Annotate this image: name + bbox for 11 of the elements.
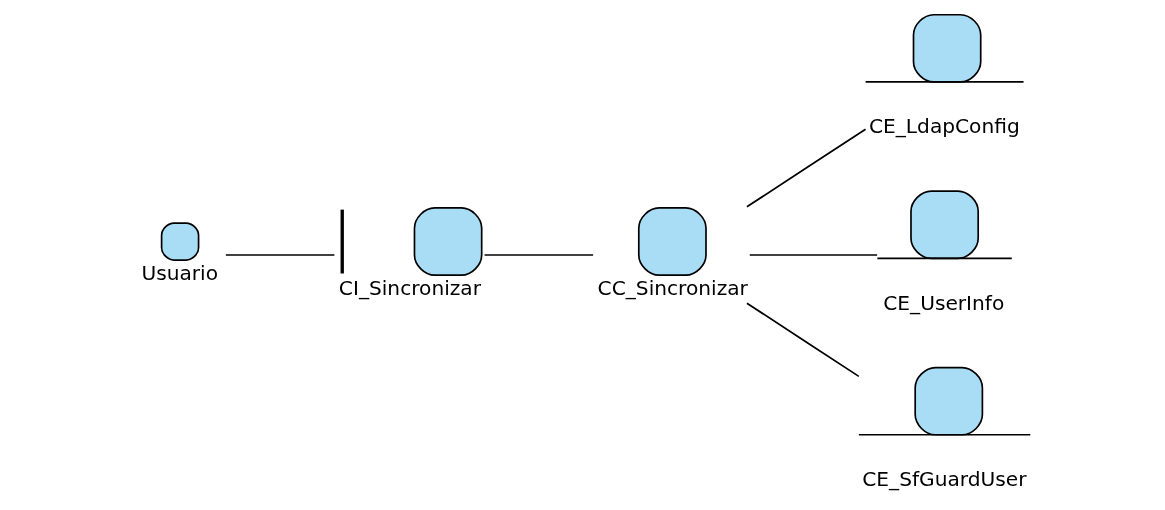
node-label: CE_UserInfo	[883, 290, 1005, 315]
connector	[225, 254, 336, 256]
connector	[746, 302, 860, 378]
connector	[748, 254, 878, 256]
node-label: CC_Sincronizar	[597, 275, 748, 300]
connector	[746, 128, 867, 208]
node-label: CI_Sincronizar	[338, 275, 481, 300]
node-label: CE_SfGuardUser	[862, 467, 1027, 492]
node-label: CE_LdapConfig	[868, 114, 1020, 139]
node-label: Usuario	[141, 260, 219, 285]
connector	[483, 254, 594, 256]
